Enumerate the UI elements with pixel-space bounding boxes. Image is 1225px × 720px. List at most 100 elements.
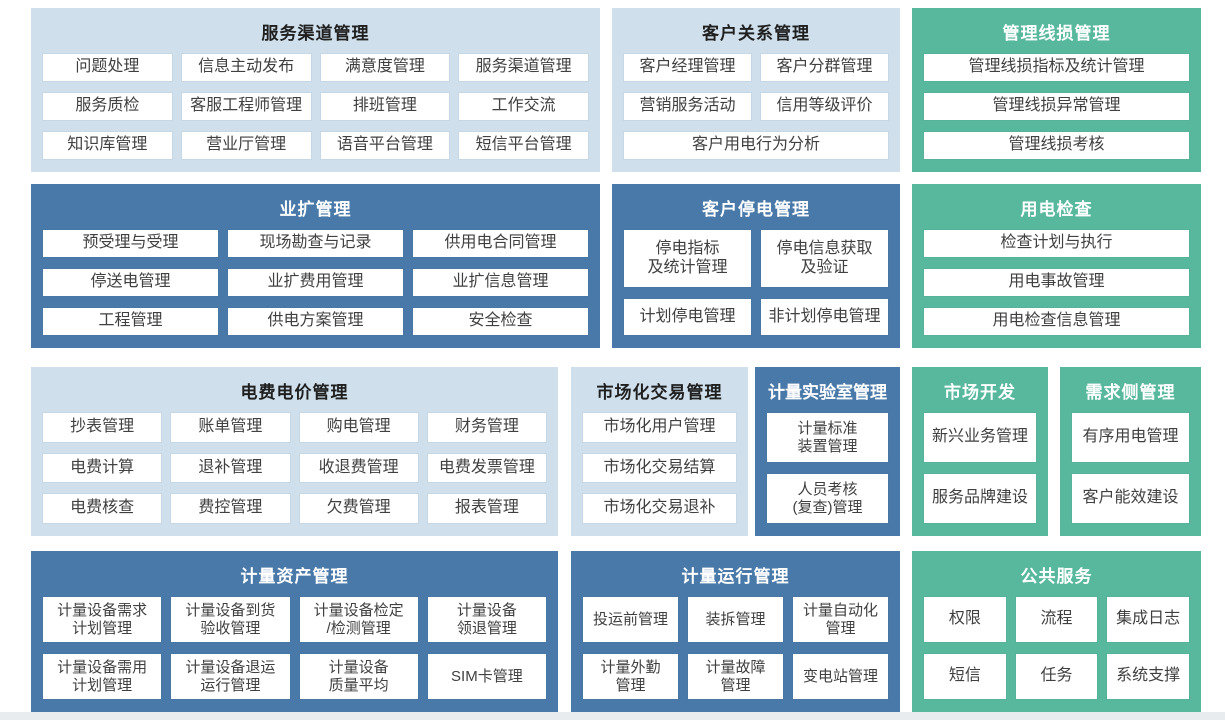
module-item[interactable]: 知识库管理	[43, 132, 172, 159]
module-item[interactable]: 退补管理	[171, 453, 290, 483]
module-item[interactable]: 电费发票管理	[427, 453, 546, 483]
module-item[interactable]: 用电检查信息管理	[924, 308, 1189, 335]
module-item[interactable]: 客户能效建设	[1072, 474, 1189, 523]
module-item[interactable]: 任务	[1015, 654, 1098, 699]
module-item[interactable]: 计量自动化 管理	[793, 597, 888, 642]
module-item[interactable]: 计量设备到货 验收管理	[171, 597, 290, 642]
module-item[interactable]: 服务质检	[43, 93, 172, 120]
block-items: 计量标准 装置管理人员考核 (复查)管理	[755, 412, 900, 536]
module-item[interactable]: 权限	[924, 597, 1006, 642]
module-item[interactable]: 客服工程师管理	[181, 93, 311, 120]
block-items: 管理线损指标及统计管理管理线损异常管理管理线损考核	[912, 53, 1201, 172]
module-item[interactable]: 计量设备检定 /检测管理	[299, 597, 418, 642]
block-items: 预受理与受理现场勘查与记录供用电合同管理停送电管理业扩费用管理业扩信息管理工程管…	[31, 229, 600, 348]
module-item[interactable]: 业扩信息管理	[413, 269, 588, 296]
module-item[interactable]: 有序用电管理	[1072, 413, 1189, 462]
module-item[interactable]: 新兴业务管理	[924, 413, 1036, 462]
module-item[interactable]: 安全检查	[413, 308, 588, 335]
module-item[interactable]: 非计划停电管理	[761, 299, 888, 335]
module-item[interactable]: 账单管理	[171, 413, 290, 442]
module-item[interactable]: 工程管理	[43, 308, 218, 335]
module-item[interactable]: 计量设备 领退管理	[427, 597, 546, 642]
module-item[interactable]: 客户用电行为分析	[624, 132, 888, 159]
module-item[interactable]: 供电方案管理	[228, 308, 403, 335]
module-item[interactable]: 计量设备 质量平均	[299, 654, 418, 699]
block-market-development: 市场开发新兴业务管理服务品牌建设	[912, 367, 1048, 536]
module-item[interactable]: 费控管理	[171, 494, 290, 523]
block-title-customer-relation: 客户关系管理	[702, 24, 810, 43]
module-item[interactable]: 短信平台管理	[459, 132, 588, 159]
module-item[interactable]: 预受理与受理	[43, 230, 218, 257]
block-title-fee-price: 电费电价管理	[240, 383, 349, 402]
block-title-metering-asset: 计量资产管理	[240, 567, 349, 586]
module-item[interactable]: 工作交流	[459, 93, 588, 120]
block-service-channel: 服务渠道管理问题处理信息主动发布满意度管理服务渠道管理服务质检客服工程师管理排班…	[31, 8, 600, 172]
module-item[interactable]: 用电事故管理	[924, 269, 1189, 296]
module-item[interactable]: 营销服务活动	[624, 93, 751, 120]
module-item[interactable]: 人员考核 (复查)管理	[767, 474, 888, 523]
module-item[interactable]: 电费核查	[43, 494, 162, 523]
module-item[interactable]: 装拆管理	[688, 597, 783, 642]
module-item[interactable]: 报表管理	[427, 494, 546, 523]
module-item[interactable]: 满意度管理	[320, 54, 450, 81]
block-metering-asset: 计量资产管理计量设备需求 计划管理计量设备到货 验收管理计量设备检定 /检测管理…	[31, 551, 558, 712]
block-power-inspection: 用电检查检查计划与执行用电事故管理用电检查信息管理	[912, 184, 1201, 348]
block-title-business-expansion: 业扩管理	[279, 200, 352, 219]
module-item[interactable]: 流程	[1015, 597, 1098, 642]
module-item[interactable]: 管理线损异常管理	[924, 93, 1189, 120]
module-item[interactable]: 客户经理管理	[624, 54, 751, 81]
module-item[interactable]: 营业厅管理	[181, 132, 311, 159]
module-item[interactable]: 计量故障 管理	[688, 654, 783, 699]
block-title-line-loss: 管理线损管理	[1002, 24, 1111, 43]
module-item[interactable]: 现场勘查与记录	[228, 230, 403, 257]
module-item[interactable]: 计量设备需用 计划管理	[43, 654, 162, 699]
module-item[interactable]: 集成日志	[1107, 597, 1189, 642]
block-items: 计量设备需求 计划管理计量设备到货 验收管理计量设备检定 /检测管理计量设备 领…	[31, 596, 558, 712]
module-item[interactable]: 市场化交易退补	[583, 494, 736, 523]
module-item[interactable]: 计划停电管理	[624, 299, 751, 335]
block-title-market-development: 市场开发	[944, 383, 1016, 402]
module-item[interactable]: 市场化交易结算	[583, 453, 736, 483]
module-item[interactable]: 计量外勤 管理	[583, 654, 678, 699]
module-item[interactable]: 购电管理	[299, 413, 418, 442]
module-item[interactable]: 问题处理	[43, 54, 172, 81]
module-item[interactable]: 客户分群管理	[761, 54, 888, 81]
module-item[interactable]: 信息主动发布	[181, 54, 311, 81]
module-item[interactable]: 电费计算	[43, 453, 162, 483]
block-public-services: 公共服务权限流程集成日志短信任务系统支撑	[912, 551, 1201, 712]
module-item[interactable]: 计量设备需求 计划管理	[43, 597, 162, 642]
block-items: 抄表管理账单管理购电管理财务管理电费计算退补管理收退费管理电费发票管理电费核查费…	[31, 412, 558, 536]
module-item[interactable]: 服务品牌建设	[924, 474, 1036, 523]
module-item[interactable]: 短信	[924, 654, 1006, 699]
module-item[interactable]: 服务渠道管理	[459, 54, 588, 81]
module-item[interactable]: 停电指标 及统计管理	[624, 230, 751, 288]
block-demand-side: 需求侧管理有序用电管理客户能效建设	[1060, 367, 1201, 536]
module-item[interactable]: 排班管理	[320, 93, 450, 120]
block-title-customer-outage: 客户停电管理	[702, 200, 810, 219]
module-item[interactable]: 投运前管理	[583, 597, 678, 642]
module-item[interactable]: 业扩费用管理	[228, 269, 403, 296]
module-item[interactable]: 计量标准 装置管理	[767, 413, 888, 462]
footer-strip	[0, 712, 1225, 720]
module-item[interactable]: 收退费管理	[299, 453, 418, 483]
module-item[interactable]: 信用等级评价	[761, 93, 888, 120]
module-item[interactable]: 检查计划与执行	[924, 230, 1189, 257]
block-market-trading: 市场化交易管理市场化用户管理市场化交易结算市场化交易退补	[571, 367, 748, 536]
module-item[interactable]: 停电信息获取 及验证	[761, 230, 888, 288]
module-item[interactable]: 变电站管理	[793, 654, 888, 699]
module-item[interactable]: 财务管理	[427, 413, 546, 442]
module-item[interactable]: 计量设备退运 运行管理	[171, 654, 290, 699]
block-title-market-trading: 市场化交易管理	[596, 383, 723, 402]
module-item[interactable]: 欠费管理	[299, 494, 418, 523]
module-item[interactable]: 停送电管理	[43, 269, 218, 296]
module-item[interactable]: 管理线损指标及统计管理	[924, 54, 1189, 81]
module-item[interactable]: SIM卡管理	[427, 654, 546, 699]
block-business-expansion: 业扩管理预受理与受理现场勘查与记录供用电合同管理停送电管理业扩费用管理业扩信息管…	[31, 184, 600, 348]
module-item[interactable]: 市场化用户管理	[583, 413, 736, 442]
module-item[interactable]: 供用电合同管理	[413, 230, 588, 257]
block-items: 投运前管理装拆管理计量自动化 管理计量外勤 管理计量故障 管理变电站管理	[571, 596, 900, 712]
module-item[interactable]: 抄表管理	[43, 413, 162, 442]
module-item[interactable]: 语音平台管理	[320, 132, 450, 159]
module-item[interactable]: 系统支撑	[1107, 654, 1189, 699]
module-item[interactable]: 管理线损考核	[924, 132, 1189, 159]
